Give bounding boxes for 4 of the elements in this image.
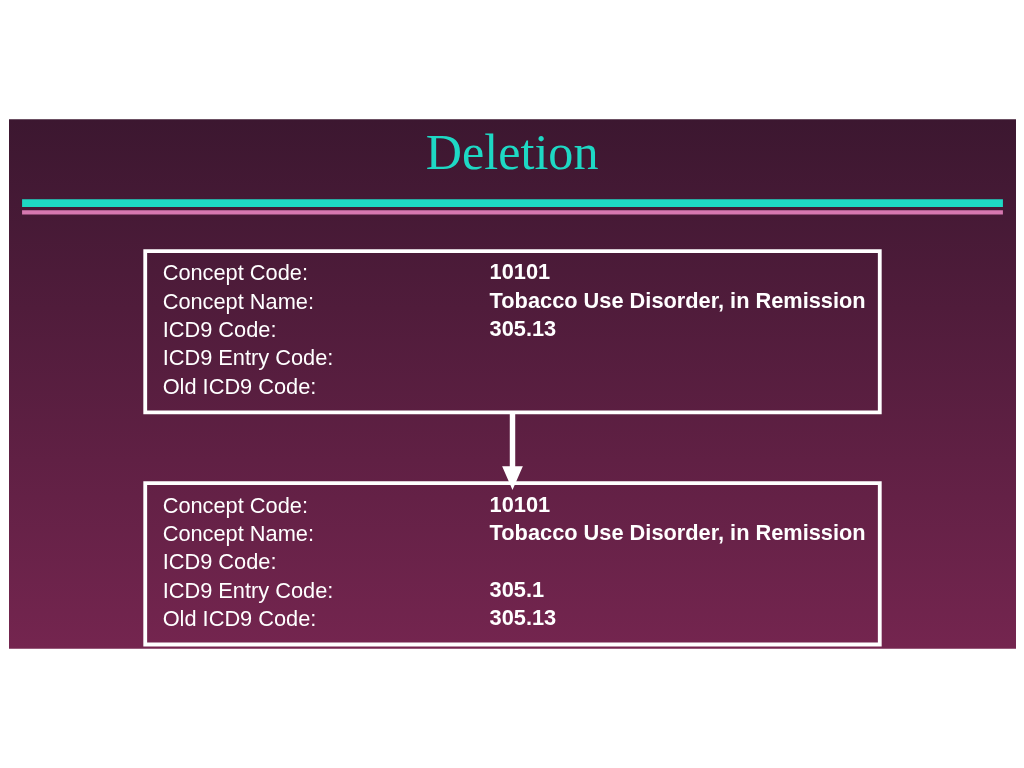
node-box: Concept Code: 10101 Concept Name: Tobacco Use Disorder, in Remission ICD9 Code: 305.13 ICD9 Entry Code: Old ICD9 Code: — [142, 249, 882, 415]
diagram-title: Deletion — [425, 123, 598, 180]
node-box: Concept Code: 10101 Concept Name: Tobacco Use Disorder, in Remission ICD9 Code: ICD9 Entry Code: 305.1 Old ICD9 Code: 305.13 — [142, 481, 882, 647]
arrow — [501, 412, 523, 490]
